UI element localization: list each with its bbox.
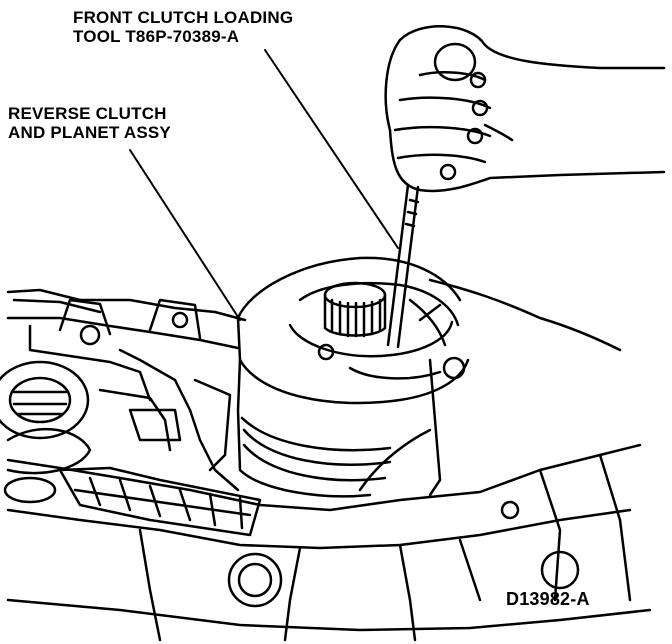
second-hand [358,278,622,492]
transmission-case [6,288,652,642]
reverse-clutch-drum [236,256,470,498]
leader-line-tool [264,49,399,249]
hand [384,25,666,193]
valve-body [58,311,580,608]
tool-callout-line2: TOOL T86P-70389-A [73,27,240,46]
leader-line-reverse [129,149,241,321]
reverse-callout: REVERSE CLUTCH AND PLANET ASSY [8,104,171,142]
left-gear-drum [0,360,92,504]
tool-callout: FRONT CLUTCH LOADING TOOL T86P-70389-A [73,8,293,46]
reverse-callout-line1: REVERSE CLUTCH [8,104,167,123]
loading-tool [386,183,420,349]
splined-hub [323,281,387,338]
figure-id: D13982-A [506,589,590,609]
reverse-callout-line2: AND PLANET ASSY [8,123,171,142]
tool-callout-line1: FRONT CLUTCH LOADING [73,8,294,27]
